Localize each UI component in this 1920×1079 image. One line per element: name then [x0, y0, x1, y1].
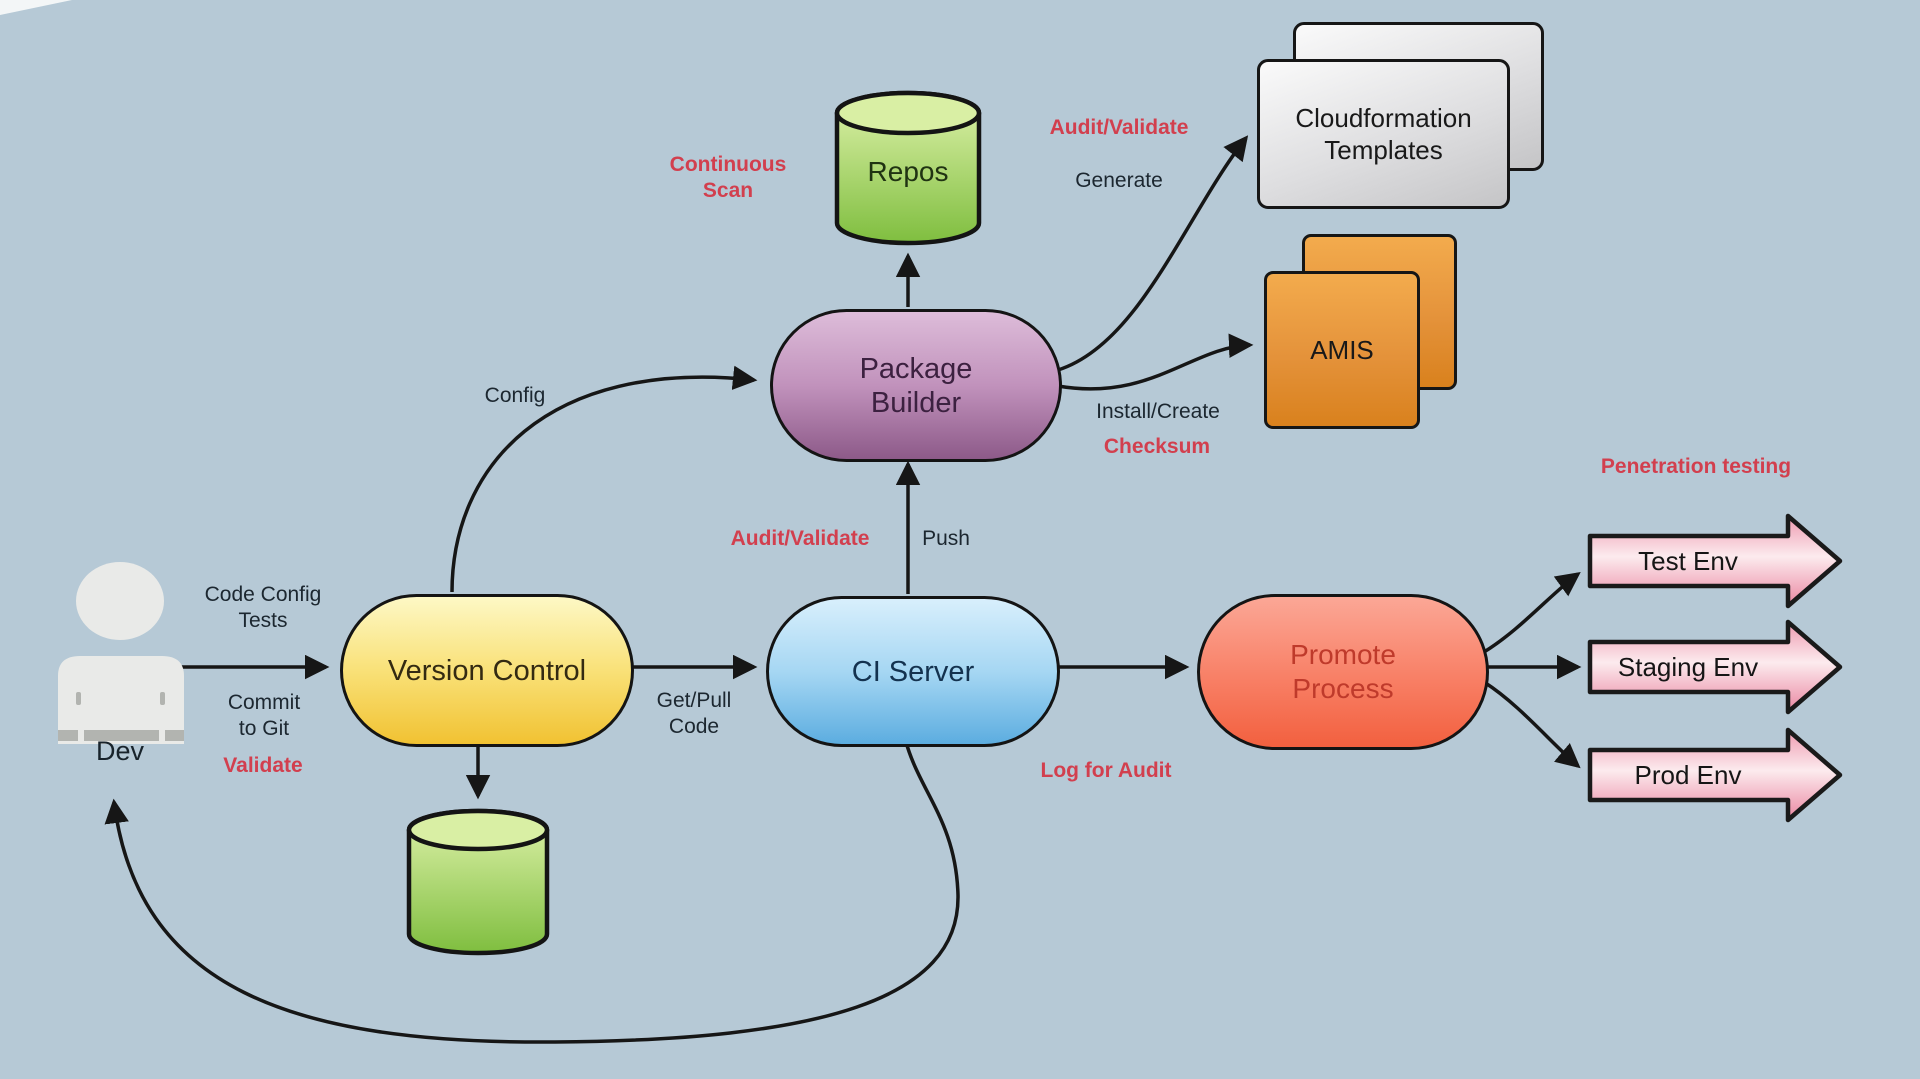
node-ci-server: CI Server: [766, 596, 1060, 747]
label-install-create: Install/Create: [1096, 400, 1220, 423]
connector-feedback-loop-to-dev: [104, 741, 960, 1044]
cloudformation-label-line2: Templates: [1324, 135, 1443, 165]
node-package-builder-label-line2: Builder: [870, 386, 962, 419]
connector-package-builder-to-amis: [1057, 333, 1254, 391]
node-promote-process-label-line1: Promote: [1290, 639, 1396, 670]
label-checksum: Checksum: [1103, 435, 1211, 458]
dev-label: Dev: [95, 736, 145, 766]
node-version-control: Version Control: [340, 594, 634, 747]
node-repos-label: Repos: [867, 156, 949, 187]
label-continuous-scan: Continuous Scan: [669, 153, 787, 202]
node-cloudformation-templates: Cloudformation Templates: [1257, 59, 1510, 209]
connector-promote-to-prod-env: [1483, 680, 1581, 769]
label-audit-validate-generate: Audit/Validate: [1049, 116, 1189, 139]
node-prod-env: Prod Env: [1586, 722, 1846, 828]
node-repos-cylinder: Repos: [832, 88, 984, 253]
amis-label: AMIS: [1310, 335, 1374, 365]
node-package-builder-label-line1: Package: [859, 352, 973, 385]
connector-promote-to-test-env: [1483, 571, 1581, 654]
label-get-pull-code: Get/Pull Code: [656, 689, 732, 738]
node-amis: AMIS: [1264, 271, 1420, 429]
label-config: Config: [484, 384, 546, 407]
node-promote-process: Promote Process: [1197, 594, 1489, 750]
test-env-label: Test Env: [1638, 545, 1738, 576]
node-version-control-label: Version Control: [387, 654, 587, 687]
node-ci-server-label: CI Server: [851, 655, 975, 688]
staging-env-label: Staging Env: [1617, 651, 1759, 682]
label-penetration-testing: Penetration testing: [1600, 455, 1792, 478]
node-test-env: Test Env: [1586, 508, 1846, 614]
label-commit-to-git: Commit to Git: [227, 691, 301, 740]
label-push: Push: [922, 527, 970, 550]
prod-env-label: Prod Env: [1634, 759, 1742, 790]
node-promote-process-label-line2: Process: [1292, 673, 1394, 704]
node-staging-env: Staging Env: [1586, 614, 1846, 720]
artifact-store-cylinder: [404, 806, 552, 963]
node-package-builder: Package Builder: [770, 309, 1062, 462]
cloudformation-label-line1: Cloudformation: [1295, 103, 1472, 133]
label-log-for-audit: Log for Audit: [1040, 759, 1172, 782]
label-generate: Generate: [1075, 169, 1163, 192]
dev-person-icon: [56, 560, 186, 749]
label-code-config-tests: Code Config Tests: [204, 583, 322, 632]
label-validate: Validate: [223, 754, 303, 777]
connector-package-builder-to-cloudformation: [1057, 135, 1249, 372]
connector-config-to-package-builder: [450, 365, 758, 593]
label-audit-validate-push: Audit/Validate: [730, 527, 870, 550]
